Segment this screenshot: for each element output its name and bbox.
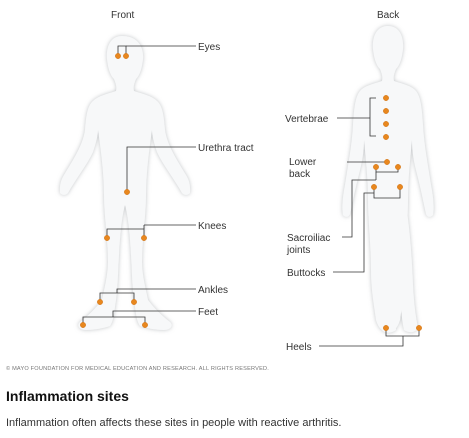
heels-leader-line [319, 336, 404, 347]
label-urethra-tract: Urethra tract [198, 143, 254, 154]
feet-leader-line [112, 310, 196, 317]
vertebra-marker [383, 134, 389, 140]
vertebra-marker [383, 108, 389, 114]
knee-marker [104, 235, 110, 241]
sacroiliac-joints-leader-line [342, 179, 376, 238]
eye-marker [115, 53, 121, 59]
heel-marker [383, 325, 389, 331]
foot-marker [80, 322, 86, 328]
foot-marker [142, 322, 148, 328]
label-ankles: Ankles [198, 285, 228, 296]
back-body-figure [342, 26, 434, 333]
eyes-leader-line [117, 45, 127, 54]
label-sacroiliac-joints-line-2: joints [286, 245, 310, 256]
feet-leader-line [82, 316, 146, 323]
eye-marker [123, 53, 129, 59]
label-vertebrae: Vertebrae [285, 114, 329, 125]
buttock-marker [397, 184, 403, 190]
ankle-marker [97, 299, 103, 305]
label-eyes: Eyes [198, 42, 220, 53]
heels-leader-line [385, 329, 420, 337]
lower-back-marker [384, 159, 390, 165]
buttocks-leader-line [373, 188, 401, 199]
sacroiliac-joint-marker [373, 164, 379, 170]
illustration: Front Back Eyes Urethra tract [59, 10, 434, 353]
urethra-leader-line [126, 146, 196, 190]
urethra-marker [124, 189, 130, 195]
label-knees: Knees [198, 221, 226, 232]
caption-title: Inflammation sites [6, 388, 129, 404]
label-lower-back-line-1: Lower [289, 157, 317, 168]
knee-marker [141, 235, 147, 241]
sacroiliac-joint-marker [395, 164, 401, 170]
copyright-notice: © MAYO FOUNDATION FOR MEDICAL EDUCATION … [6, 366, 270, 372]
label-sacroiliac-joints-line-1: Sacroiliac [287, 233, 330, 244]
label-lower-back-line-2: back [289, 169, 311, 180]
buttock-marker [371, 184, 377, 190]
buttocks-leader-line [333, 192, 374, 273]
label-heels: Heels [286, 342, 312, 353]
knees-leader-line [106, 228, 145, 236]
back-view-header: Back [377, 10, 400, 21]
vertebra-marker [383, 95, 389, 101]
front-body-figure [59, 36, 191, 330]
ankles-leader-line [116, 288, 196, 293]
vertebrae-leader-line [369, 97, 376, 137]
caption-text: Inflammation often affects these sites i… [6, 417, 342, 429]
front-view-header: Front [111, 10, 135, 21]
heel-marker [416, 325, 422, 331]
label-buttocks: Buttocks [287, 268, 325, 279]
label-feet: Feet [198, 307, 218, 318]
vertebra-marker [383, 121, 389, 127]
ankle-marker [131, 299, 137, 305]
